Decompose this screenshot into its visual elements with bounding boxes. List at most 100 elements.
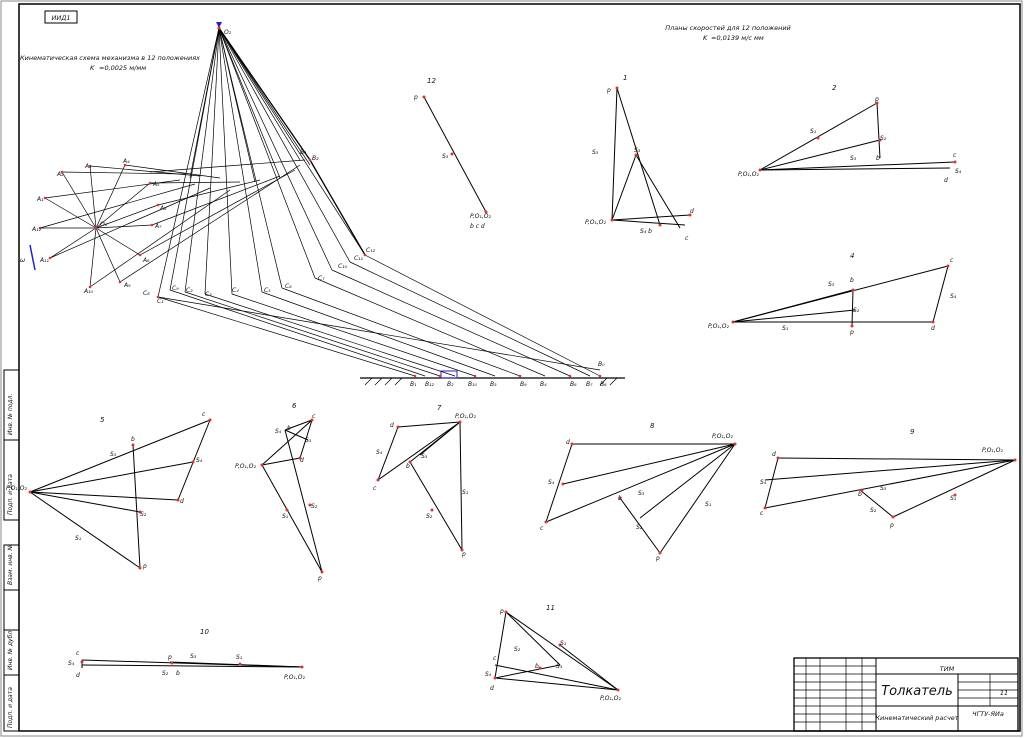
svg-text:p: p xyxy=(606,87,611,94)
svg-text:p: p xyxy=(655,555,660,562)
svg-text:6: 6 xyxy=(292,402,297,410)
inner-frame xyxy=(18,3,1021,732)
svg-text:d: d xyxy=(772,451,776,458)
svg-text:C₉: C₉ xyxy=(172,285,179,292)
svg-text:p: p xyxy=(889,522,894,529)
svg-text:A₁: A₁ xyxy=(36,196,44,203)
drawing-subtitle: Кинематический расчет xyxy=(875,714,958,722)
svg-text:S₃: S₃ xyxy=(638,490,645,497)
svg-text:P,O₁,O₂: P,O₁,O₂ xyxy=(738,171,759,178)
svg-text:B₁₀: B₁₀ xyxy=(468,381,478,388)
svg-text:A₁₂: A₁₂ xyxy=(31,226,42,233)
side-label-2: Взам. инв. № xyxy=(7,544,14,585)
svg-text:A₄: A₄ xyxy=(122,158,130,165)
svg-text:d: d xyxy=(944,177,948,184)
svg-text:S₁: S₁ xyxy=(75,535,82,542)
svg-text:C₆: C₆ xyxy=(285,283,292,290)
document-code: ЧГТУ-ЯИа xyxy=(972,710,1004,718)
svg-text:c: c xyxy=(540,525,544,532)
svg-text:B₃: B₃ xyxy=(490,381,497,388)
svg-text:S₁: S₁ xyxy=(560,640,567,647)
svg-text:S₁: S₁ xyxy=(282,513,289,520)
svg-text:P,O₁,O₂: P,O₁,O₂ xyxy=(284,674,305,681)
svg-text:S₃: S₃ xyxy=(421,453,428,460)
svg-text:C₃: C₃ xyxy=(205,291,212,298)
svg-text:A₇: A₇ xyxy=(154,223,162,230)
svg-text:S₄: S₄ xyxy=(760,479,767,486)
svg-text:c: c xyxy=(312,413,316,420)
svg-text:2: 2 xyxy=(832,84,837,92)
svg-text:b: b xyxy=(850,277,854,284)
svg-text:S₁: S₁ xyxy=(950,495,957,502)
svg-text:10: 10 xyxy=(200,628,209,636)
svg-text:B₁₂: B₁₂ xyxy=(425,381,435,388)
svg-text:d: d xyxy=(690,208,694,215)
svg-text:B₂: B₂ xyxy=(312,155,319,162)
svg-text:p: p xyxy=(461,551,466,558)
svg-text:12: 12 xyxy=(427,77,436,85)
svg-text:P,O₁,O₂: P,O₁,O₂ xyxy=(470,213,491,220)
title-org: ТИМ xyxy=(940,665,955,673)
svg-text:8: 8 xyxy=(650,422,655,430)
svg-text:11: 11 xyxy=(546,604,555,612)
svg-text:=0,0025 м/мм: =0,0025 м/мм xyxy=(99,64,146,72)
svg-text:p: p xyxy=(167,654,172,661)
side-margin: Инв. № подл. Подп. и дата Взам. инв. № И… xyxy=(3,369,20,732)
svg-text:ω: ω xyxy=(20,257,25,264)
svg-text:=0,0139 м/с мм: =0,0139 м/с мм xyxy=(711,34,764,42)
title-block: ТИМ Толкатель Кинематический расчет 11 Ч… xyxy=(793,657,1019,732)
svg-text:d: d xyxy=(931,325,935,332)
svg-text:K: K xyxy=(90,64,95,72)
svg-text:P,O₁,O₂: P,O₁,O₂ xyxy=(455,413,476,420)
svg-text:S₃: S₃ xyxy=(880,485,887,492)
svg-text:S₂: S₂ xyxy=(514,646,521,653)
svg-text:p: p xyxy=(317,575,322,582)
svg-text:S₃: S₃ xyxy=(305,437,312,444)
svg-text:S₂: S₂ xyxy=(880,135,887,142)
svg-text:S₄: S₄ xyxy=(955,168,962,175)
svg-text:S₃: S₃ xyxy=(556,663,563,670)
svg-text:A₁₁: A₁₁ xyxy=(39,257,50,264)
svg-text:c: c xyxy=(760,510,764,517)
svg-text:d: d xyxy=(76,672,80,679)
svg-text:A₃: A₃ xyxy=(84,163,92,170)
svg-text:S₂: S₂ xyxy=(311,503,318,510)
svg-text:d: d xyxy=(390,422,394,429)
svg-text:c: c xyxy=(202,411,206,418)
svg-text:b: b xyxy=(876,155,880,162)
svg-text:C₁₂: C₁₂ xyxy=(366,247,376,254)
svg-text:S₃: S₃ xyxy=(110,451,117,458)
svg-text:P,O₁,O₂: P,O₁,O₂ xyxy=(982,447,1003,454)
svg-text:b: b xyxy=(176,670,180,677)
svg-text:c: c xyxy=(76,650,80,657)
svg-text:S₃: S₃ xyxy=(828,281,835,288)
svg-text:A₉: A₉ xyxy=(123,282,131,289)
svg-text:b: b xyxy=(858,491,862,498)
side-label-1: Подп. и дата xyxy=(7,474,14,515)
svg-text:S₃: S₃ xyxy=(190,653,197,660)
svg-text:b: b xyxy=(131,436,135,443)
scheme-caption: Кинематическая схема механизма в 12 поло… xyxy=(20,54,200,72)
svg-text:B₄: B₄ xyxy=(540,381,547,388)
svg-text:S₂: S₂ xyxy=(162,670,169,677)
svg-text:S₃: S₃ xyxy=(634,147,641,154)
svg-text:p: p xyxy=(874,96,879,103)
svg-text:S₁: S₁ xyxy=(810,128,817,135)
svg-text:C₁: C₁ xyxy=(157,298,164,305)
svg-text:O₂: O₂ xyxy=(224,29,232,36)
svg-text:P,O₁,O₂: P,O₁,O₂ xyxy=(585,219,606,226)
svg-text:c: c xyxy=(953,152,957,159)
svg-text:9: 9 xyxy=(910,428,915,436)
svg-text:K: K xyxy=(703,34,708,42)
svg-text:B₂: B₂ xyxy=(447,381,454,388)
svg-text:b: b xyxy=(535,663,539,670)
svg-text:7: 7 xyxy=(437,404,442,412)
